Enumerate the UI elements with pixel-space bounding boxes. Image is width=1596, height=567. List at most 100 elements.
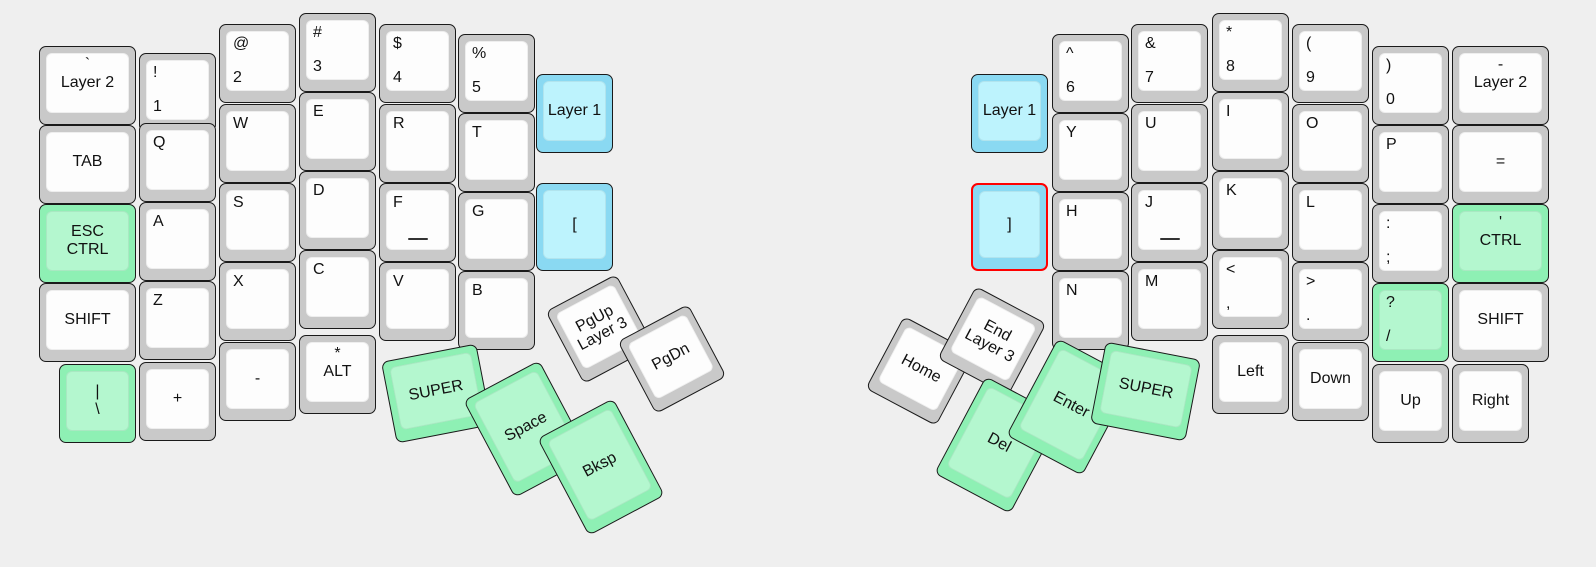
key-l-c6-r4[interactable]: B xyxy=(458,271,535,350)
key-r-c5-r4[interactable]: >. xyxy=(1292,262,1369,341)
key-l-c5-r4[interactable]: V xyxy=(379,262,456,341)
key-r-c4-r5[interactable]: Left xyxy=(1212,335,1289,414)
key-l-c1-r4[interactable]: SHIFT xyxy=(39,283,136,362)
key-r-c3-r4[interactable]: M xyxy=(1131,262,1208,341)
key-r-c1-r1[interactable]: Layer 1 xyxy=(971,74,1048,153)
keycap: *8 xyxy=(1219,20,1282,80)
key-r-c7-r1[interactable]: -Layer 2 xyxy=(1452,46,1549,125)
key-l-c3-r5[interactable]: - xyxy=(219,342,296,421)
key-l-c5-r2[interactable]: R xyxy=(379,104,456,183)
key-l-c6-r1[interactable]: %5 xyxy=(458,34,535,113)
key-legend: & xyxy=(1145,35,1156,52)
key-r-c4-r1[interactable]: *8 xyxy=(1212,13,1289,92)
keycap: ?/ xyxy=(1379,290,1442,350)
keycap: #3 xyxy=(306,20,369,80)
key-r-c5-r1[interactable]: (9 xyxy=(1292,24,1369,103)
key-l-c4-r3[interactable]: D xyxy=(299,171,376,250)
key-r-c5-r5[interactable]: Down xyxy=(1292,342,1369,421)
key-l-c2-r2[interactable]: Q xyxy=(139,123,216,202)
key-r-c1-r2[interactable]: ] xyxy=(971,183,1048,271)
key-l-c7-r2[interactable]: [ xyxy=(536,183,613,271)
key-legend: ^ xyxy=(1066,45,1074,62)
key-l-c1-r1[interactable]: `Layer 2 xyxy=(39,46,136,125)
keycap: End Layer 3 xyxy=(949,295,1038,383)
key-l-c1-r5[interactable]: | \ xyxy=(59,364,136,443)
keycap: TAB xyxy=(46,132,129,192)
key-l-c4-r5[interactable]: *ALT xyxy=(299,335,376,414)
key-l-c2-r4[interactable]: Z xyxy=(139,281,216,360)
key-r-c6-r5[interactable]: Up xyxy=(1372,364,1449,443)
key-legend: ? xyxy=(1386,294,1395,311)
key-legend: CTRL xyxy=(1479,232,1522,250)
key-l-c7-r1[interactable]: Layer 1 xyxy=(536,74,613,153)
keycap: *ALT xyxy=(306,342,369,402)
key-legend: O xyxy=(1306,115,1319,132)
key-r-c3-r3[interactable]: J xyxy=(1131,183,1208,262)
key-l-c6-r3[interactable]: G xyxy=(458,192,535,271)
key-l-c4-r1[interactable]: #3 xyxy=(299,13,376,92)
key-legend: End Layer 3 xyxy=(961,316,1017,367)
key-l-c2-r5[interactable]: + xyxy=(139,362,216,441)
key-l-c3-r4[interactable]: X xyxy=(219,262,296,341)
key-r-c4-r2[interactable]: I xyxy=(1212,92,1289,171)
key-r-c4-r3[interactable]: K xyxy=(1212,171,1289,250)
key-l-c5-r3[interactable]: F xyxy=(379,183,456,262)
keycap: Bksp xyxy=(546,407,653,522)
key-legend: J xyxy=(1145,194,1153,211)
key-legend: ESC CTRL xyxy=(66,223,109,258)
key-legend: U xyxy=(1145,115,1157,132)
keycap: Q xyxy=(146,130,209,190)
key-r-c6-r2[interactable]: P xyxy=(1372,125,1449,204)
key-r-c6-r3[interactable]: :; xyxy=(1372,204,1449,283)
key-l-c3-r3[interactable]: S xyxy=(219,183,296,262)
key-legend: Q xyxy=(153,134,166,151)
key-legend: I xyxy=(1226,103,1231,120)
key-legend: ) xyxy=(1386,57,1392,74)
key-l-c3-r2[interactable]: W xyxy=(219,104,296,183)
keycap: >. xyxy=(1299,269,1362,329)
key-r-c5-r3[interactable]: L xyxy=(1292,183,1369,262)
keycap: Y xyxy=(1059,120,1122,180)
key-legend: 8 xyxy=(1226,58,1235,76)
key-r-c7-r4[interactable]: SHIFT xyxy=(1452,283,1549,362)
keycap: ^6 xyxy=(1059,41,1122,101)
key-legend: ` xyxy=(84,56,91,73)
key-r-c7-r5[interactable]: Right xyxy=(1452,364,1529,443)
keycap: &7 xyxy=(1138,31,1201,91)
key-l-c5-r1[interactable]: $4 xyxy=(379,24,456,103)
keycap: K xyxy=(1219,178,1282,238)
key-l-c1-r3[interactable]: ESC CTRL xyxy=(39,204,136,283)
key-l-c2-r3[interactable]: A xyxy=(139,202,216,281)
key-legend: % xyxy=(472,45,487,62)
key-l-c6-r2[interactable]: T xyxy=(458,113,535,192)
key-legend: - xyxy=(1497,56,1504,73)
key-l-c4-r2[interactable]: E xyxy=(299,92,376,171)
key-r-c3-r2[interactable]: U xyxy=(1131,104,1208,183)
keycap: SHIFT xyxy=(46,290,129,350)
key-r-c6-r1[interactable]: )0 xyxy=(1372,46,1449,125)
keycap: :; xyxy=(1379,211,1442,271)
key-legend: Bksp xyxy=(579,448,620,481)
key-r-c2-r4[interactable]: N xyxy=(1052,271,1129,350)
key-l-c3-r1[interactable]: @2 xyxy=(219,24,296,103)
keycap: I xyxy=(1219,99,1282,159)
key-r-c6-r4[interactable]: ?/ xyxy=(1372,283,1449,362)
key-r-c2-r2[interactable]: Y xyxy=(1052,113,1129,192)
key-l-c4-r4[interactable]: C xyxy=(299,250,376,329)
key-l-c2-r1[interactable]: !1 xyxy=(139,53,216,132)
keycap: X xyxy=(226,269,289,329)
key-l-c1-r2[interactable]: TAB xyxy=(39,125,136,204)
key-legend: Right xyxy=(1471,392,1510,410)
key-r-c7-r2[interactable]: = xyxy=(1452,125,1549,204)
key-legend: Layer 2 xyxy=(1473,74,1528,92)
key-r-c4-r4[interactable]: <, xyxy=(1212,250,1289,329)
key-legend: ] xyxy=(1007,215,1012,233)
key-r-c2-r1[interactable]: ^6 xyxy=(1052,34,1129,113)
keycap: %5 xyxy=(465,41,528,101)
key-r-c2-r3[interactable]: H xyxy=(1052,192,1129,271)
keycap: (9 xyxy=(1299,31,1362,91)
key-r-c7-r3[interactable]: 'CTRL xyxy=(1452,204,1549,283)
key-r-c3-r1[interactable]: &7 xyxy=(1131,24,1208,103)
keycap: S xyxy=(226,190,289,250)
key-r-c5-r2[interactable]: O xyxy=(1292,104,1369,183)
